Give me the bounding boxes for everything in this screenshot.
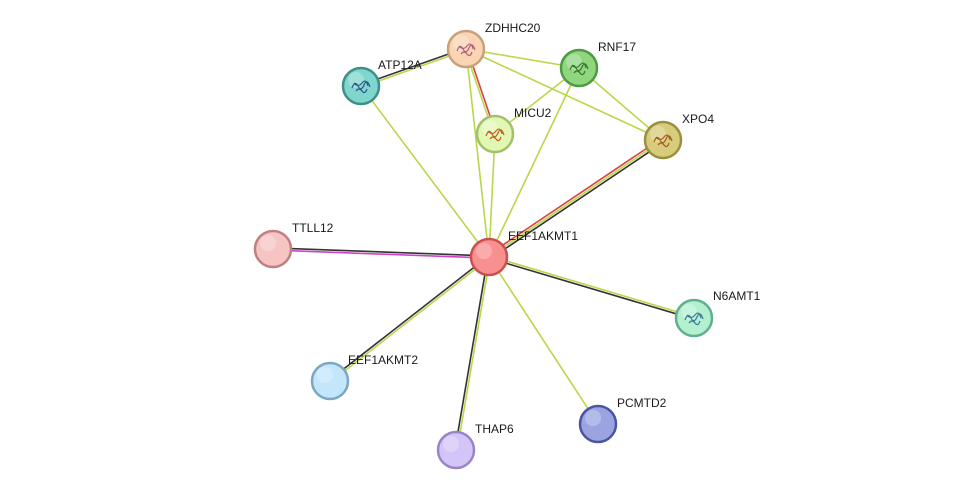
node-circle[interactable] [559,48,599,88]
edge-line [272,247,490,257]
edge-line [488,255,696,318]
edge-eef1akmt1-ttll12[interactable] [272,247,490,259]
edge-eef1akmt1-atp12a[interactable] [360,85,490,258]
edge-line [329,257,491,383]
edge-eef1akmt1-eef1akmt2[interactable] [328,255,491,383]
node-zdhhc20[interactable]: ZDHHC20 [446,21,541,69]
edge-line [489,141,666,260]
node-label: ZDHHC20 [485,21,541,35]
edge-line [465,48,664,141]
node-label: EEF1AKMT2 [348,353,418,367]
node-eef1akmt1[interactable]: EEF1AKMT1 [469,229,578,277]
edge-eef1akmt1-rnf17[interactable] [488,67,580,258]
node-circle[interactable] [253,229,293,269]
edge-line [328,255,490,381]
edge-line [456,256,491,451]
node-eef1akmt2[interactable]: EEF1AKMT2 [310,353,418,401]
node-rnf17[interactable]: RNF17 [559,40,636,88]
node-n6amt1[interactable]: N6AMT1 [674,289,761,338]
node-label: ATP12A [378,58,422,72]
edge-line [488,256,599,425]
node-pcmtd2[interactable]: PCMTD2 [578,396,667,444]
protein-structure-icon [569,62,589,76]
node-circle[interactable] [341,66,381,106]
node-label: PCMTD2 [617,396,667,410]
node-circle[interactable] [469,237,509,277]
node-label: RNF17 [598,40,636,54]
node-highlight [452,34,470,52]
edge-zdhhc20-xpo4[interactable] [465,48,664,141]
node-highlight [259,234,277,252]
node-atp12a[interactable]: ATP12A [341,58,422,106]
node-label: EEF1AKMT1 [508,229,578,243]
node-micu2[interactable]: MICU2 [475,106,552,154]
node-label: MICU2 [514,106,552,120]
edge-eef1akmt1-n6amt1[interactable] [487,255,696,320]
node-label: XPO4 [682,112,714,126]
edge-eef1akmt1-thap6[interactable] [454,256,491,451]
edge-line [488,67,580,258]
node-label: N6AMT1 [713,289,761,303]
edge-line [488,139,664,258]
node-highlight [565,53,583,71]
edge-line [486,137,663,256]
node-highlight [680,303,698,321]
node-ttll12[interactable]: TTLL12 [253,221,334,269]
edge-line [272,249,490,259]
node-label: THAP6 [475,422,514,436]
node-highlight [442,435,460,453]
node-circle[interactable] [310,361,350,401]
edge-line [360,85,490,258]
node-circle[interactable] [436,430,476,470]
protein-structure-icon [684,312,704,326]
edge-eef1akmt1-xpo4[interactable] [486,137,666,260]
node-circle[interactable] [578,404,618,444]
edge-line [488,133,496,258]
node-xpo4[interactable]: XPO4 [643,112,714,160]
node-label: TTLL12 [292,221,334,235]
protein-structure-icon [351,80,371,94]
node-highlight [481,119,499,137]
protein-structure-icon [485,128,505,142]
node-highlight [347,71,365,89]
node-circle[interactable] [643,120,683,160]
protein-structure-icon [653,134,673,148]
edge-eef1akmt1-zdhhc20[interactable] [465,48,490,258]
protein-structure-icon [456,43,476,57]
node-circle[interactable] [475,114,515,154]
edge-line [465,48,490,258]
edge-eef1akmt1-micu2[interactable] [488,133,496,258]
edge-line [454,256,489,451]
node-circle[interactable] [674,298,714,338]
edge-eef1akmt1-pcmtd2[interactable] [488,256,599,425]
edge-line [487,257,695,320]
node-highlight [584,409,602,427]
node-highlight [475,242,493,260]
node-circle[interactable] [446,29,486,69]
node-highlight [316,366,334,384]
node-thap6[interactable]: THAP6 [436,422,514,470]
node-highlight [649,125,667,143]
